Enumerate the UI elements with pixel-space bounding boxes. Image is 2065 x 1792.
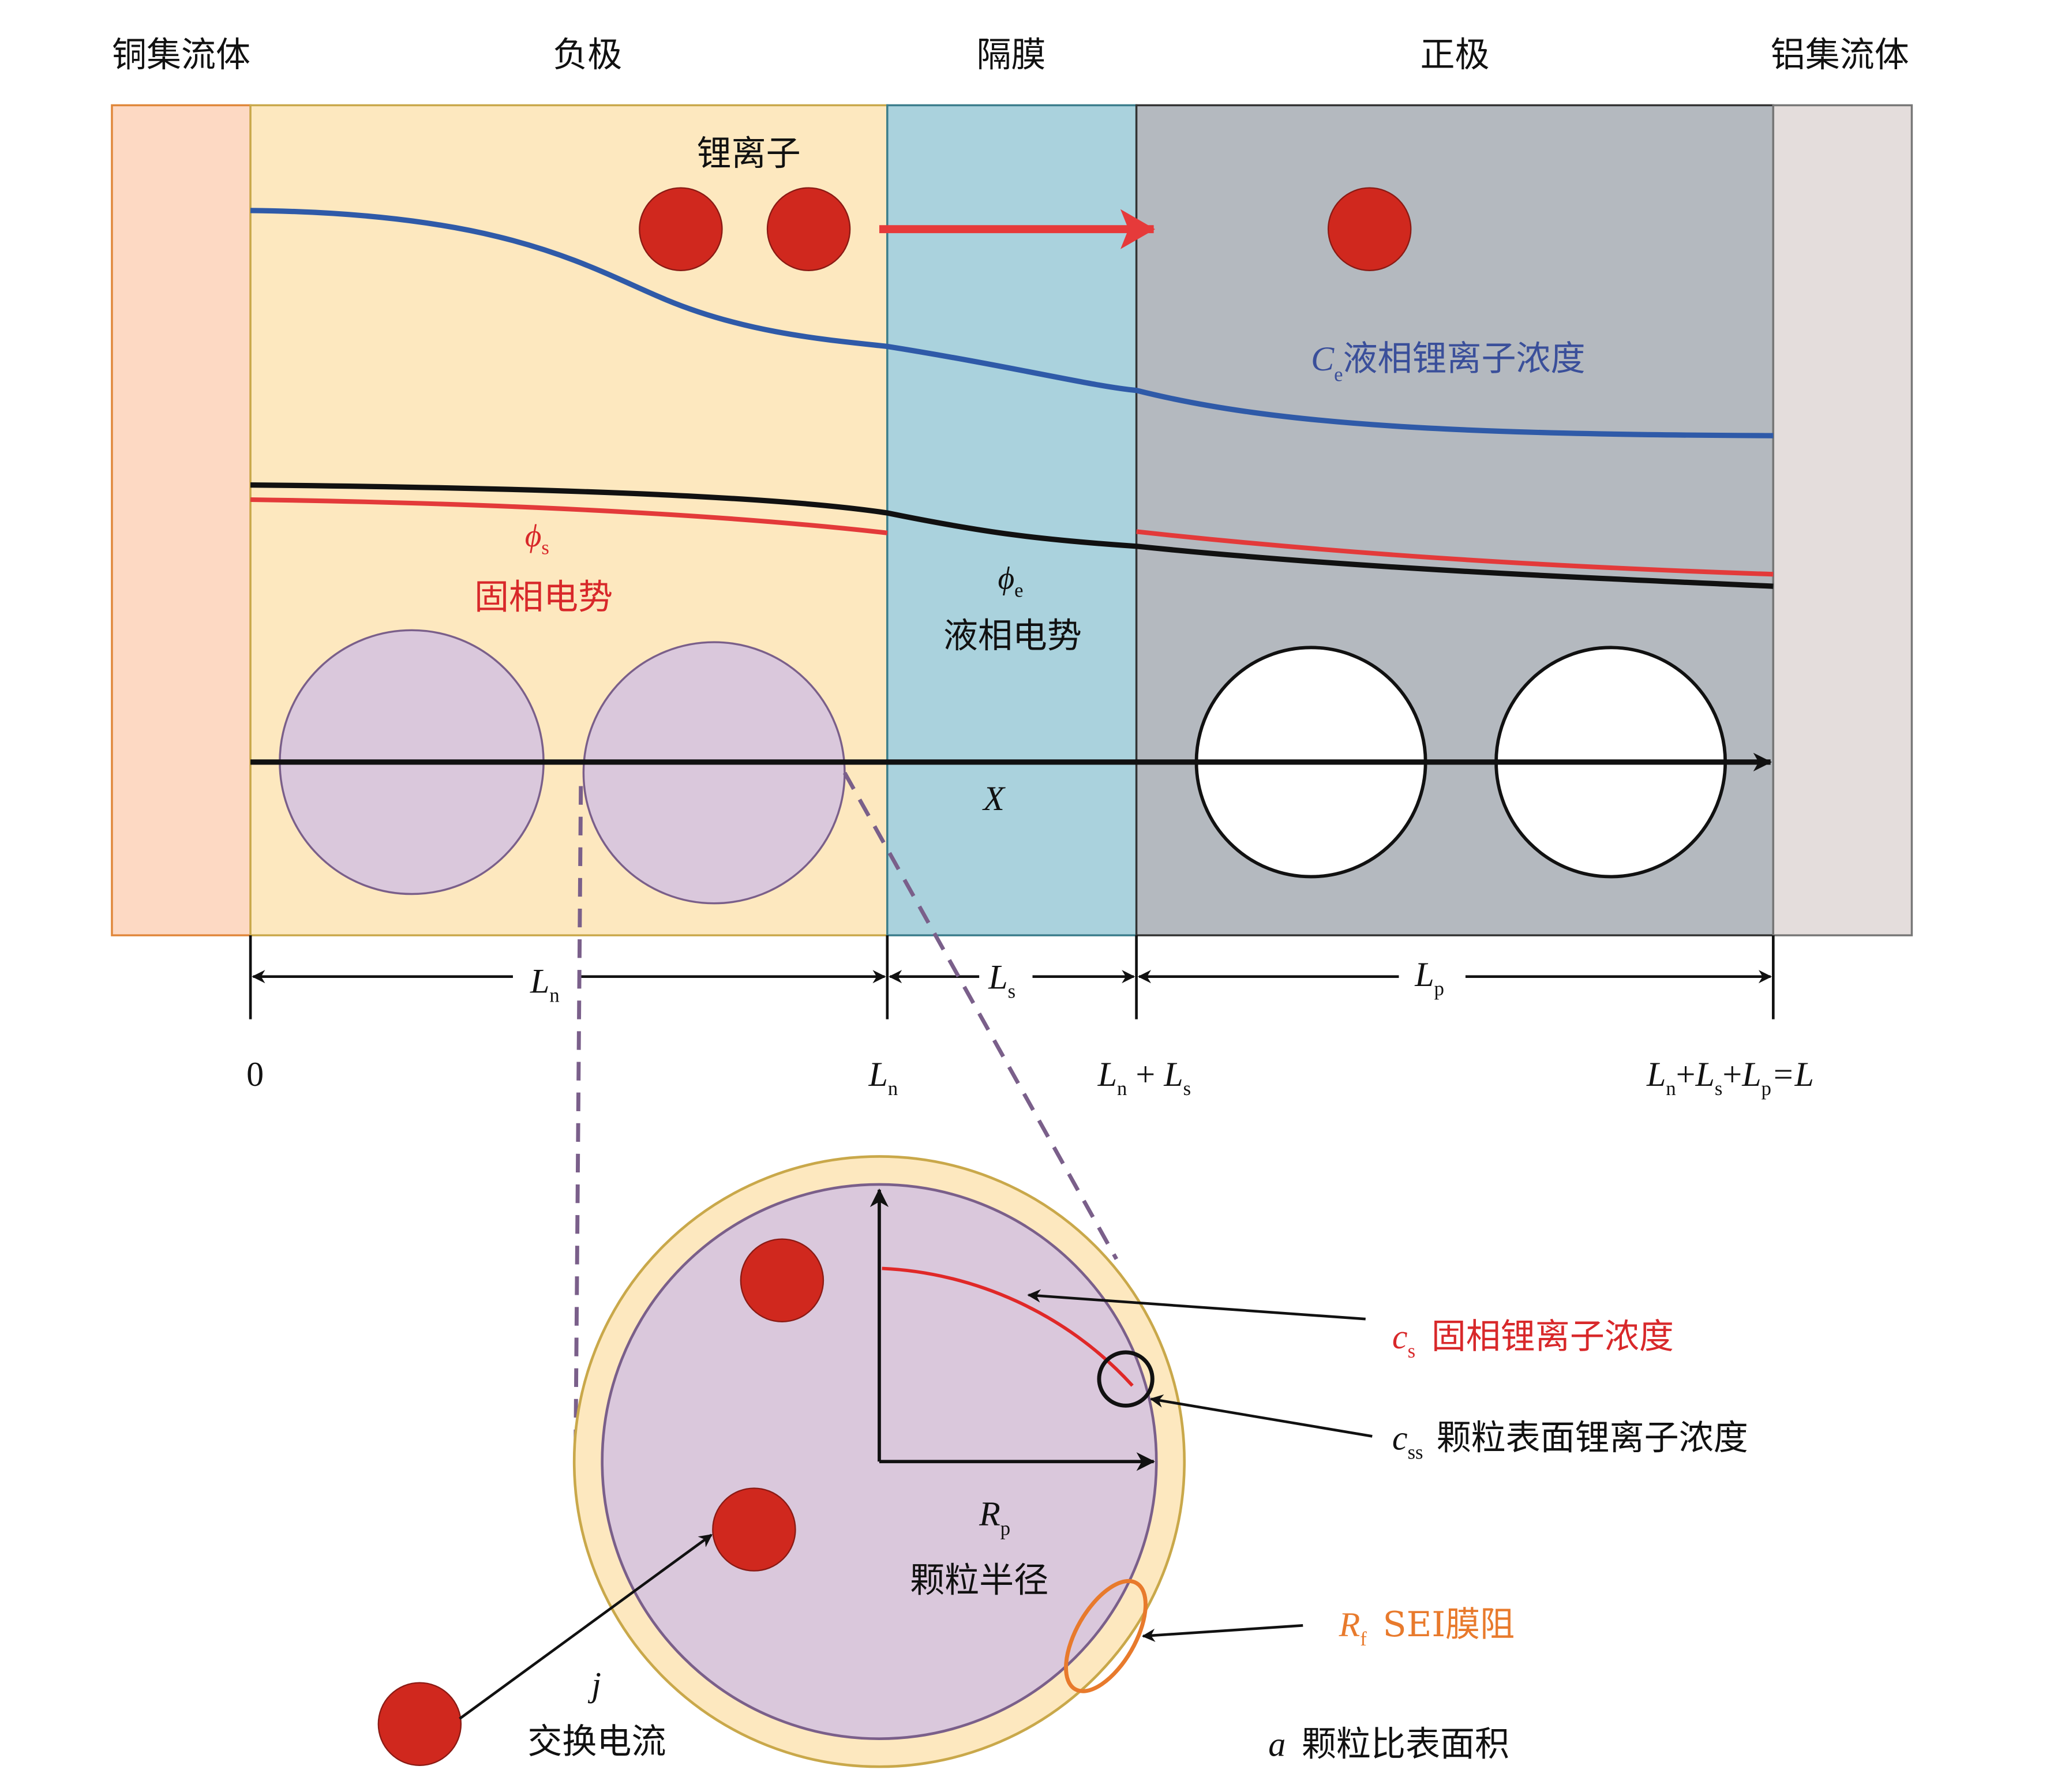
lithium-ion (1327, 187, 1412, 271)
lithium-ion (712, 1487, 796, 1572)
phi-e-symbol: ϕe (998, 561, 1023, 602)
lithium-ion (740, 1238, 824, 1322)
aluminum-collector-region (1772, 104, 1913, 936)
cs-pointer-arrow (1027, 1289, 1366, 1321)
zoom-guide-line (842, 771, 1118, 1260)
copper-collector-region (111, 104, 252, 936)
tick-ln-ls: Ln + Ls (1097, 1055, 1191, 1100)
phi-s-symbol: ϕs (525, 518, 549, 559)
phi-s-curve-cathode (1136, 529, 1774, 577)
rp-label: 颗粒半径 (910, 1561, 1048, 1601)
lp-dimension-label: Lp (1414, 955, 1444, 1000)
j-pointer-arrow (459, 1534, 713, 1720)
tick-total-length: Ln+Ls+Lp=L (1646, 1055, 1814, 1100)
label-cathode: 正极 (1420, 35, 1489, 75)
rf-pointer-arrow (1141, 1624, 1303, 1642)
label-separator: 隔膜 (977, 35, 1046, 75)
rp-symbol: Rp (979, 1495, 1010, 1539)
label-lithium-ion: 锂离子 (697, 133, 801, 174)
dimension-ticks (249, 935, 1775, 1019)
j-label: 交换电流 (527, 1722, 666, 1762)
j-symbol: j (587, 1666, 601, 1704)
tick-ln: Ln (868, 1055, 898, 1100)
lithium-ion (639, 187, 723, 271)
lithium-ion (766, 187, 851, 271)
ce-label: Ce液相锂离子浓度 (1311, 339, 1586, 385)
phi-e-label: 液相电势 (943, 616, 1082, 656)
label-anode: 负极 (553, 35, 622, 75)
phi-s-curve-anode (250, 497, 888, 535)
anode-particle (582, 641, 846, 905)
css-pointer-arrow (1149, 1394, 1373, 1438)
phi-s-label: 固相电势 (474, 577, 613, 617)
cs-concentration-curve (882, 1266, 1134, 1387)
tick-zero: 0 (246, 1055, 264, 1093)
ln-dimension-label: Ln (530, 962, 560, 1006)
css-surface-marker (1097, 1350, 1155, 1408)
sei-resistance-marker (1064, 1579, 1148, 1693)
zoom-guide-line (574, 786, 583, 1459)
label-copper-collector: 铜集流体 (112, 35, 250, 75)
lithium-ion (377, 1682, 462, 1766)
phi-e-curve (250, 482, 1774, 589)
ce-concentration-curve (250, 208, 1774, 438)
x-axis-label: X (982, 779, 1006, 818)
ls-dimension-label: Ls (988, 958, 1015, 1002)
label-aluminum-collector: 铝集流体 (1771, 35, 1909, 75)
